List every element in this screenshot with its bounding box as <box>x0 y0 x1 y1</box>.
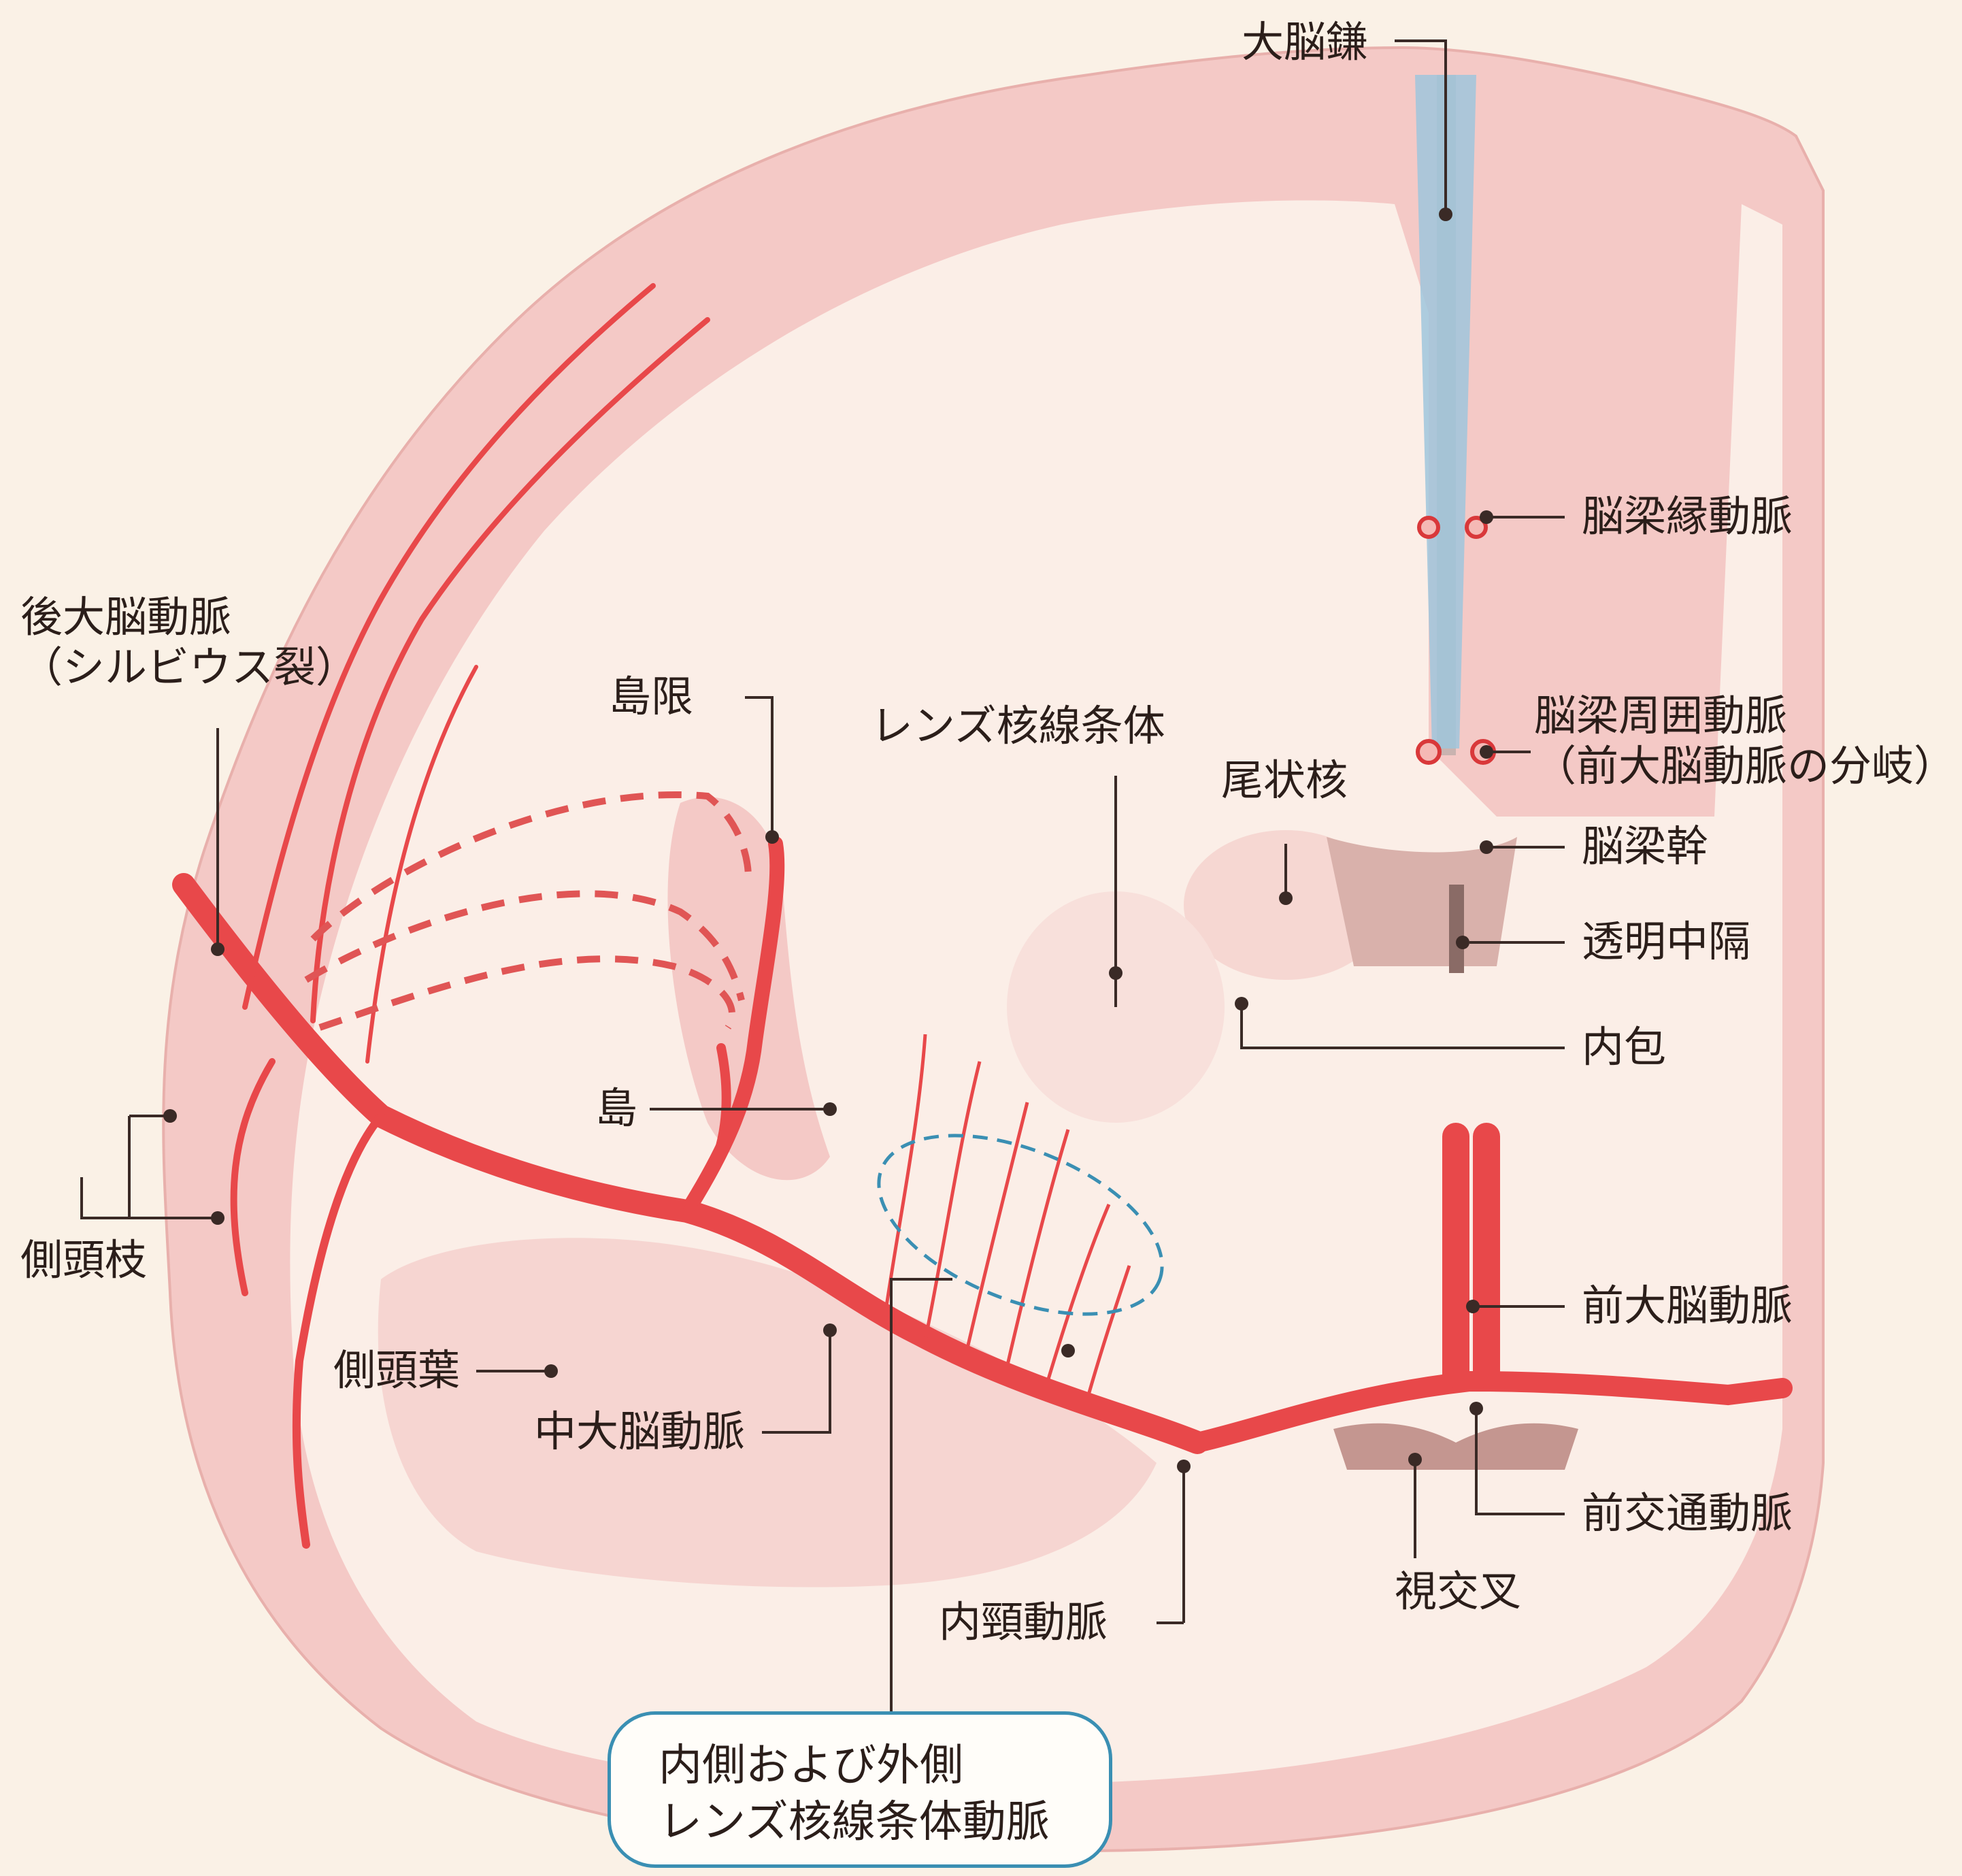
label-anterior-communicating-artery: 前交通動脈 <box>1582 1488 1793 1538</box>
corpus-callosum <box>1327 837 1517 966</box>
septum-pellucidum <box>1449 885 1464 973</box>
label-posterior-cerebral-line1: 後大脳動脈 <box>20 592 358 642</box>
label-pericallosal-line1: 脳梁周囲動脈 <box>1534 691 1956 741</box>
label-lenticulostriate-body: レンズ核線条体 <box>871 701 1165 751</box>
label-internal-capsule: 内包 <box>1582 1022 1666 1072</box>
label-temporal-lobe: 側頭葉 <box>333 1345 460 1396</box>
callout-line2: レンズ核線条体動脈 <box>659 1794 1109 1851</box>
label-insula: 島 <box>595 1083 637 1134</box>
label-posterior-cerebral-artery: 後大脳動脈 （シルビウス裂） <box>20 592 358 693</box>
label-pericallosal-artery: 脳梁周囲動脈 （前大脳動脈の分岐） <box>1534 691 1956 792</box>
label-pericallosal-line2: （前大脳動脈の分岐） <box>1534 741 1956 791</box>
label-corpus-callosum-trunk: 脳梁幹 <box>1582 821 1708 872</box>
label-internal-carotid-artery: 内頸動脈 <box>939 1597 1108 1647</box>
label-falx: 大脳鎌 <box>1242 17 1368 67</box>
label-insular-limen: 島限 <box>609 672 693 722</box>
label-callosomarginal-artery: 脳梁縁動脈 <box>1582 491 1793 542</box>
label-septum-pellucidum: 透明中隔 <box>1582 917 1750 967</box>
label-optic-chiasm: 視交叉 <box>1395 1566 1521 1617</box>
label-caudate: 尾状核 <box>1221 755 1348 806</box>
label-middle-cerebral-artery: 中大脳動脈 <box>534 1406 745 1457</box>
label-anterior-cerebral-artery: 前大脳動脈 <box>1582 1281 1793 1331</box>
label-temporal-branch: 側頭枝 <box>20 1235 147 1285</box>
callout-line1: 内側および外側 <box>659 1738 1109 1794</box>
lenticulostriate-callout: 内側および外側 レンズ核線条体動脈 <box>608 1711 1112 1868</box>
label-posterior-cerebral-line2: （シルビウス裂） <box>20 642 358 693</box>
